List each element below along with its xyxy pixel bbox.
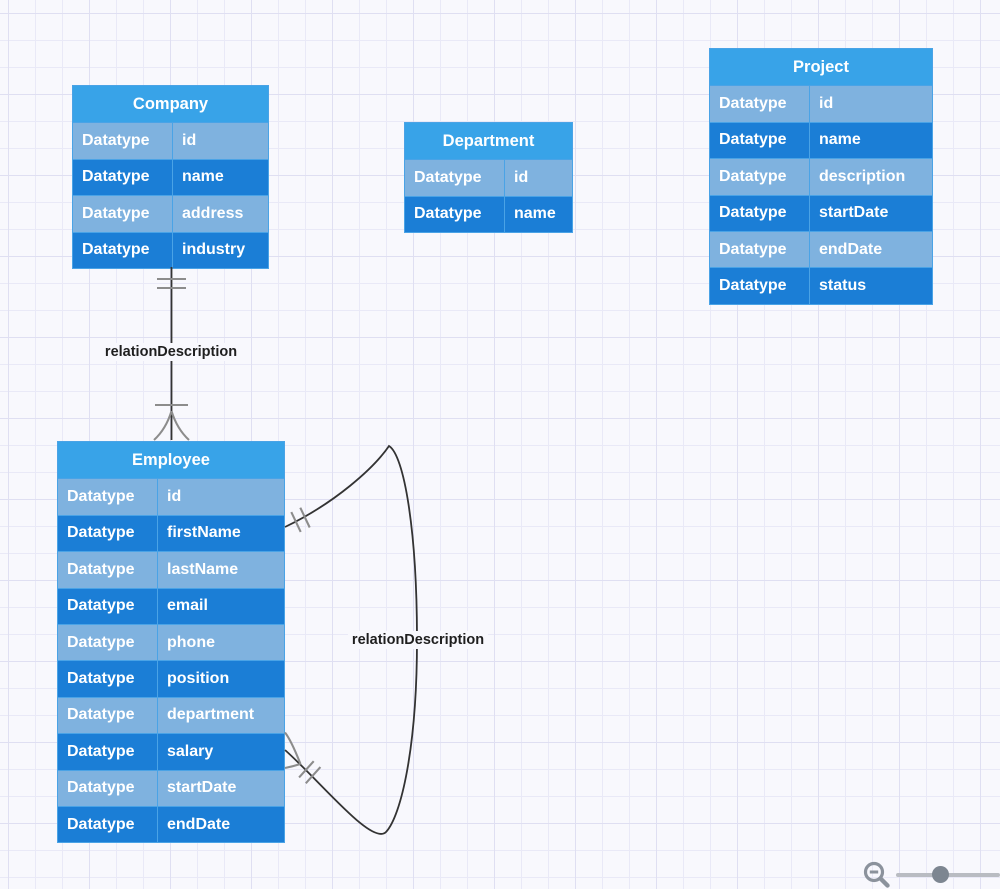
entity-title: Department	[405, 123, 572, 160]
attribute-name-cell: salary	[158, 733, 284, 770]
relation-label: relationDescription	[347, 631, 489, 649]
attribute-row: Datatype endDate	[58, 805, 284, 843]
entity-title: Company	[73, 86, 268, 123]
attribute-name-cell: position	[158, 660, 284, 697]
cardinality-one-marker	[305, 766, 322, 785]
entity-title: Employee	[58, 442, 284, 479]
attribute-row: Datatype salary	[58, 733, 284, 770]
attribute-type-cell: Datatype	[73, 195, 173, 232]
attribute-row: Datatype endDate	[710, 230, 932, 268]
attribute-name-cell: address	[173, 195, 268, 232]
attribute-name-cell: name	[173, 158, 268, 196]
attribute-type-cell: Datatype	[710, 267, 810, 304]
attribute-row: Datatype name	[73, 158, 268, 196]
attribute-name-cell: startDate	[158, 769, 284, 806]
attribute-row: Datatype id	[710, 85, 932, 122]
attribute-row: Datatype status	[710, 267, 932, 304]
entity-project: Project Datatype id Datatype name Dataty…	[709, 48, 933, 305]
cardinality-exactly-one-marker	[299, 507, 311, 528]
attribute-name-cell: endDate	[810, 230, 932, 268]
attribute-type-cell: Datatype	[58, 623, 158, 661]
cardinality-crowfoot-marker	[284, 731, 302, 765]
attribute-row: Datatype phone	[58, 623, 284, 661]
attribute-name-cell: name	[505, 195, 572, 233]
attribute-row: Datatype description	[710, 158, 932, 195]
attribute-type-cell: Datatype	[405, 159, 505, 196]
attribute-type-cell: Datatype	[58, 660, 158, 697]
attribute-row: Datatype address	[73, 195, 268, 232]
attribute-type-cell: Datatype	[58, 769, 158, 806]
attribute-type-cell: Datatype	[710, 121, 810, 159]
entity-employee: Employee Datatype id Datatype firstName …	[57, 441, 285, 844]
attribute-type-cell: Datatype	[405, 195, 505, 233]
relation-label: relationDescription	[100, 343, 242, 361]
attribute-type-cell: Datatype	[73, 231, 173, 268]
attribute-name-cell: department	[158, 696, 284, 734]
attribute-name-cell: lastName	[158, 551, 284, 588]
attribute-type-cell: Datatype	[710, 85, 810, 122]
attribute-row: Datatype email	[58, 587, 284, 624]
attribute-row: Datatype lastName	[58, 551, 284, 588]
attribute-name-cell: industry	[173, 231, 268, 268]
attribute-type-cell: Datatype	[710, 230, 810, 268]
attribute-name-cell: id	[173, 122, 268, 159]
attribute-type-cell: Datatype	[710, 158, 810, 195]
attribute-type-cell: Datatype	[58, 587, 158, 624]
attribute-row: Datatype name	[710, 121, 932, 159]
attribute-name-cell: id	[810, 85, 932, 122]
attribute-type-cell: Datatype	[58, 805, 158, 843]
attribute-type-cell: Datatype	[58, 733, 158, 770]
attribute-name-cell: id	[158, 478, 284, 515]
attribute-name-cell: email	[158, 587, 284, 624]
attribute-name-cell: endDate	[158, 805, 284, 843]
attribute-name-cell: id	[505, 159, 572, 196]
cardinality-crowfoot-marker	[153, 410, 173, 441]
attribute-row: Datatype industry	[73, 231, 268, 268]
attribute-name-cell: name	[810, 121, 932, 159]
attribute-row: Datatype startDate	[710, 194, 932, 231]
attribute-name-cell: status	[810, 267, 932, 304]
attribute-row: Datatype startDate	[58, 769, 284, 806]
entity-department: Department Datatype id Datatype name	[404, 122, 573, 234]
attribute-type-cell: Datatype	[73, 158, 173, 196]
attribute-type-cell: Datatype	[58, 696, 158, 734]
entity-title: Project	[710, 49, 932, 86]
cardinality-crowfoot-marker	[284, 762, 301, 770]
cardinality-crowfoot-marker	[170, 410, 190, 441]
attribute-name-cell: firstName	[158, 514, 284, 552]
cardinality-one-marker	[298, 760, 315, 779]
attribute-name-cell: phone	[158, 623, 284, 661]
entity-company: Company Datatype id Datatype name Dataty…	[72, 85, 269, 269]
attribute-type-cell: Datatype	[58, 551, 158, 588]
attribute-row: Datatype id	[405, 159, 572, 196]
attribute-type-cell: Datatype	[73, 122, 173, 159]
attribute-row: Datatype id	[73, 122, 268, 159]
attribute-row: Datatype name	[405, 195, 572, 233]
attribute-name-cell: startDate	[810, 194, 932, 231]
attribute-row: Datatype id	[58, 478, 284, 515]
cardinality-exactly-one-marker	[290, 511, 302, 533]
zoom-out-icon[interactable]	[857, 856, 893, 889]
attribute-type-cell: Datatype	[710, 194, 810, 231]
attribute-row: Datatype firstName	[58, 514, 284, 552]
attribute-type-cell: Datatype	[58, 478, 158, 515]
zoom-slider-thumb[interactable]	[932, 866, 949, 883]
attribute-type-cell: Datatype	[58, 514, 158, 552]
attribute-name-cell: description	[810, 158, 932, 195]
attribute-row: Datatype position	[58, 660, 284, 697]
attribute-row: Datatype department	[58, 696, 284, 734]
